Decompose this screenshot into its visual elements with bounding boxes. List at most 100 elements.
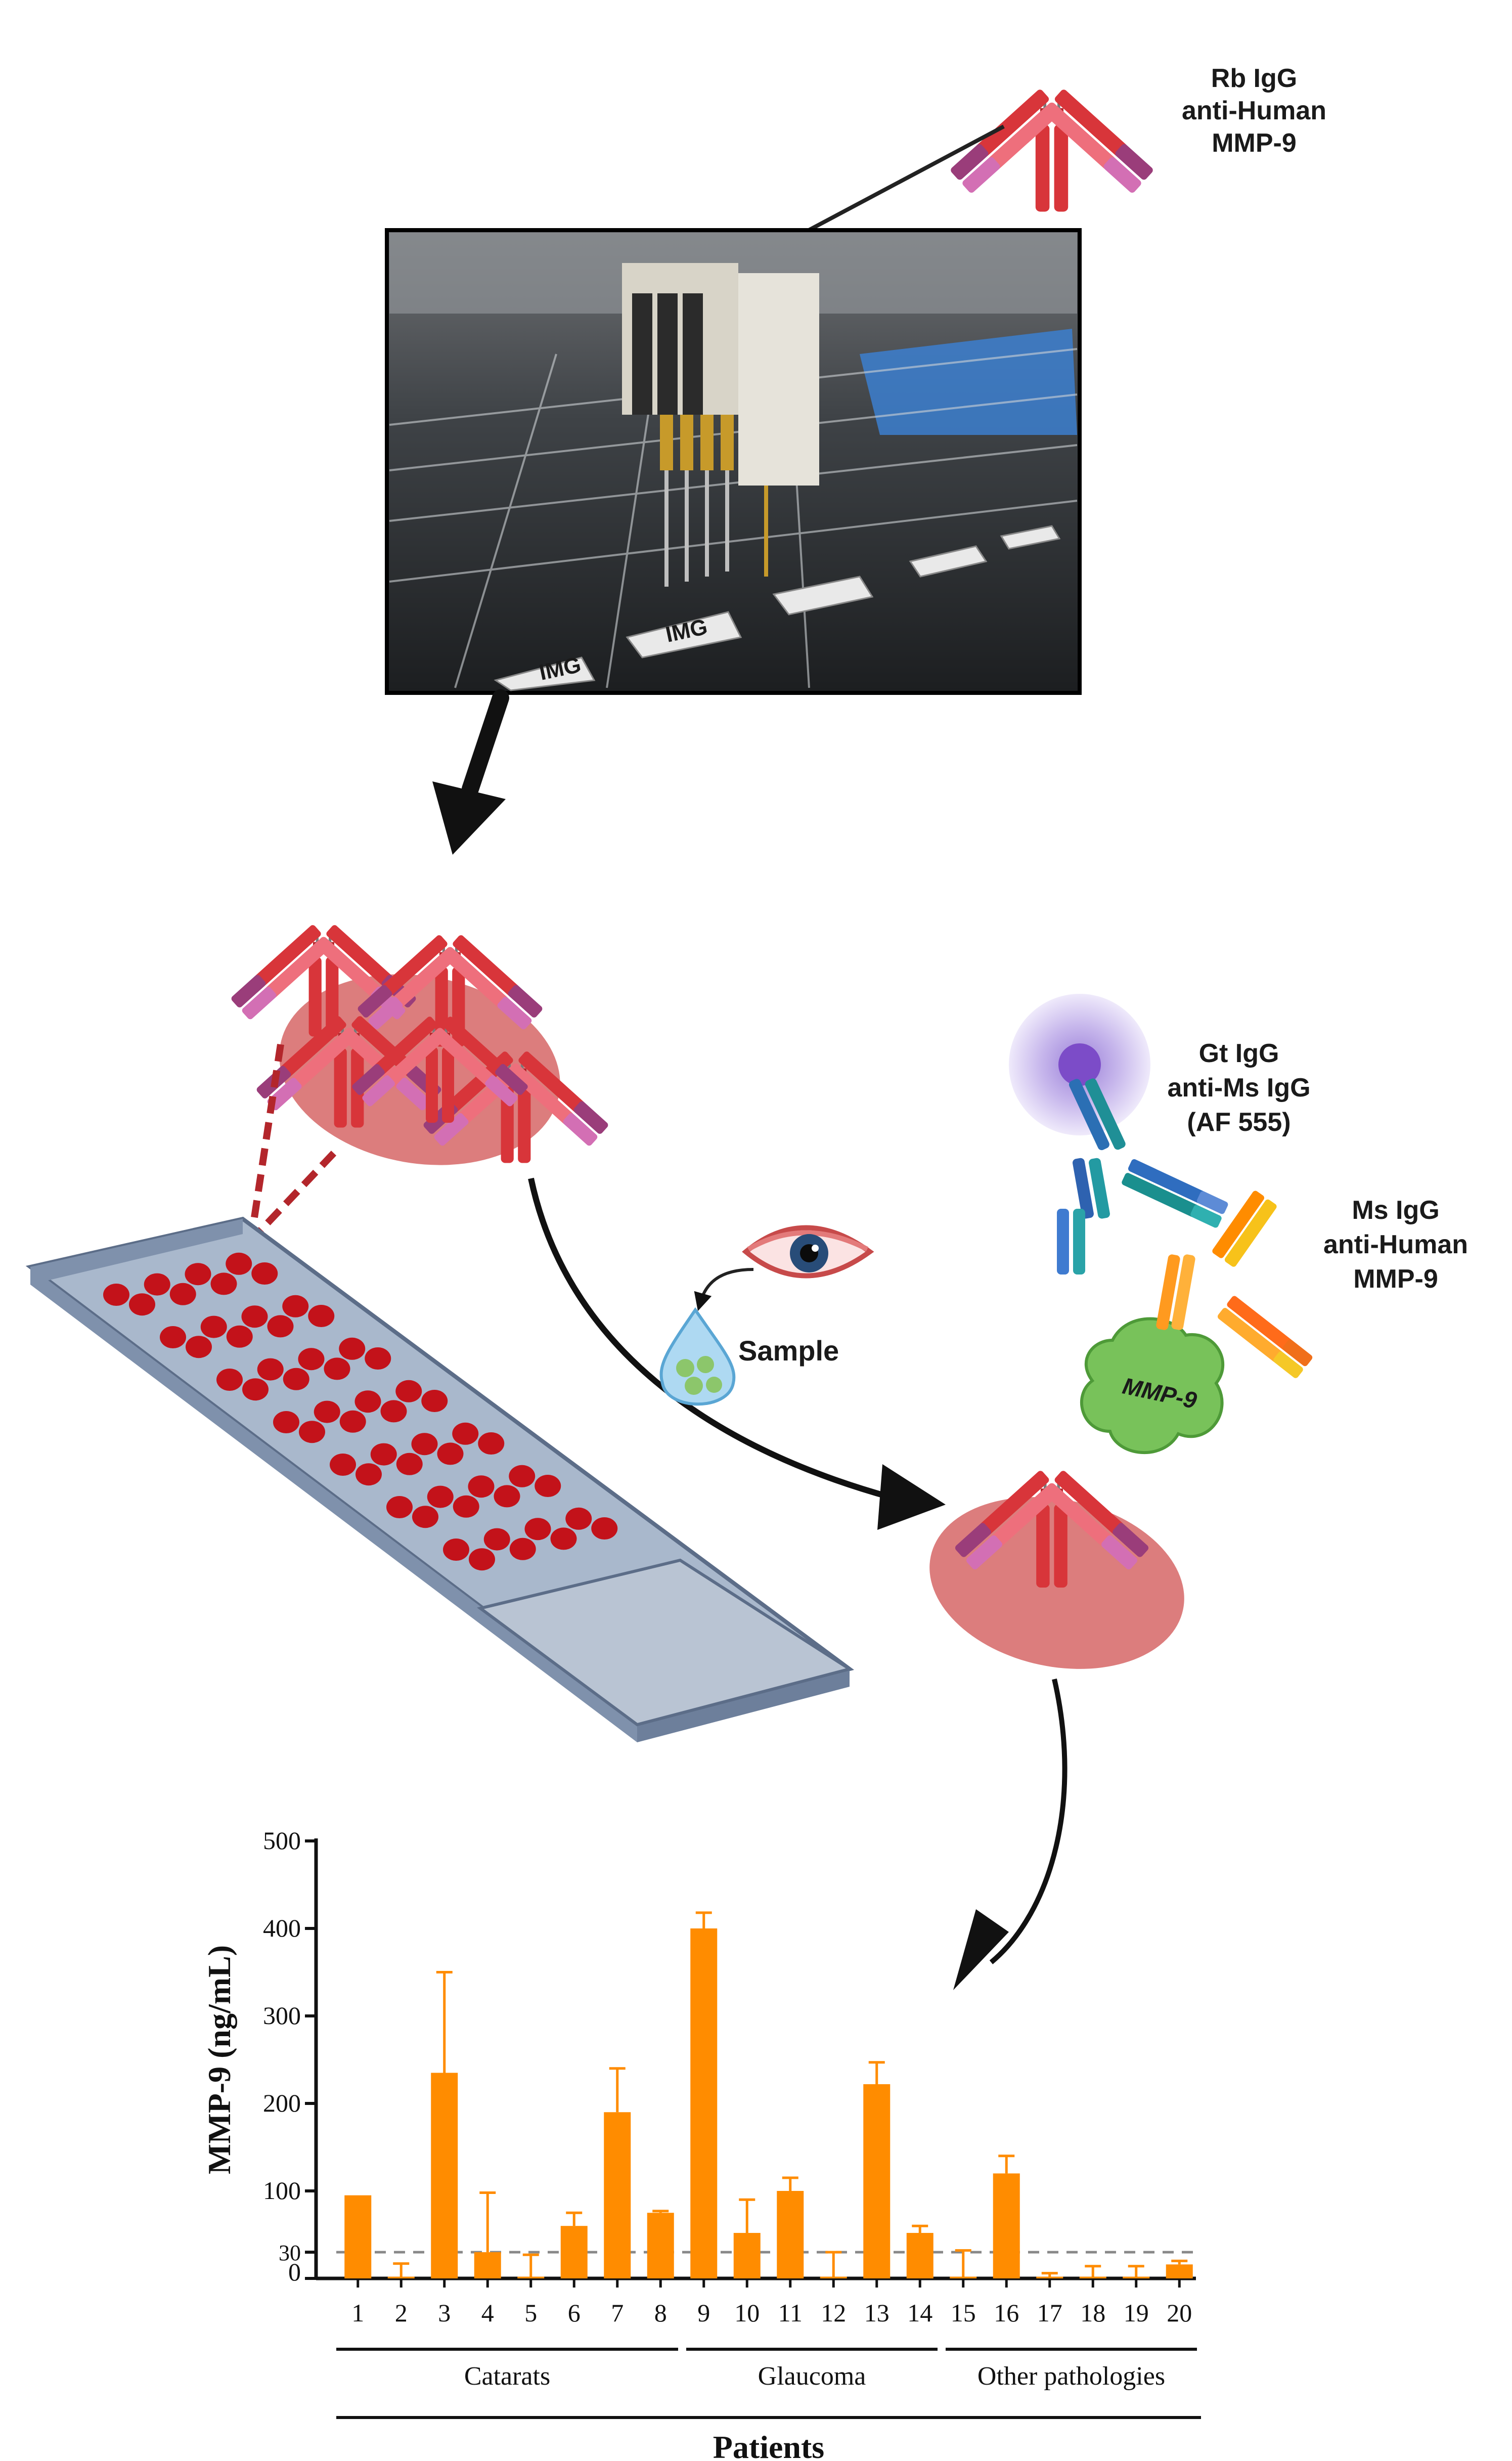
slide-spot xyxy=(200,1315,227,1338)
ms-igg-label-line1: Ms IgG xyxy=(1352,1196,1439,1225)
y-tick-label: 30 xyxy=(279,2240,301,2265)
gt-igg-label-line3: (AF 555) xyxy=(1187,1108,1291,1137)
rb-igg-label-line1: Rb IgG xyxy=(1211,64,1297,93)
x-tick-label: 9 xyxy=(697,2299,710,2327)
slide-spot xyxy=(380,1400,407,1423)
slide-spot xyxy=(355,1463,382,1486)
slide-spot xyxy=(494,1485,520,1508)
x-tick-label: 18 xyxy=(1080,2299,1105,2327)
sample-drop-icon xyxy=(659,1307,736,1406)
slide-spot xyxy=(241,1305,268,1328)
slide-spot xyxy=(437,1442,464,1465)
slide-spot-grid xyxy=(103,1252,618,1571)
slide-spot xyxy=(550,1527,577,1550)
slide-spot xyxy=(524,1518,551,1541)
slide-spot xyxy=(242,1378,269,1401)
slide-spot xyxy=(226,1325,253,1348)
microarray-slide xyxy=(25,1216,855,1742)
bar xyxy=(604,2112,631,2278)
drop-pointer-arrow xyxy=(694,1268,754,1311)
slide-spot xyxy=(395,1380,422,1402)
bar xyxy=(431,2073,458,2278)
pointer-line xyxy=(803,124,1005,235)
slide-spot xyxy=(443,1539,469,1561)
x-tick-label: 17 xyxy=(1037,2299,1062,2327)
slide-spot xyxy=(483,1528,510,1551)
slide-spot xyxy=(314,1400,340,1423)
slide-spot xyxy=(103,1284,129,1306)
eye-icon xyxy=(742,1225,874,1279)
slide-spot xyxy=(469,1548,495,1571)
slide-spot xyxy=(509,1465,536,1487)
slide-spot xyxy=(169,1283,196,1305)
slide-spot xyxy=(339,1337,366,1360)
slide-spot xyxy=(144,1273,170,1296)
y-tick-label: 500 xyxy=(263,1826,301,1855)
x-tick-label: 3 xyxy=(438,2299,451,2327)
bar xyxy=(1166,2264,1193,2278)
gt-igg-label-line1: Gt IgG xyxy=(1199,1039,1279,1068)
arrow-curved-to-detection xyxy=(528,1177,891,1500)
y-tick-label: 200 xyxy=(263,2089,301,2117)
slide-spot xyxy=(565,1507,592,1530)
x-tick-label: 2 xyxy=(395,2299,408,2327)
bar xyxy=(733,2233,761,2278)
bar xyxy=(777,2191,804,2278)
x-tick-label: 7 xyxy=(611,2299,624,2327)
x-tick-label: 8 xyxy=(654,2299,667,2327)
bar xyxy=(906,2233,933,2278)
slide-spot xyxy=(210,1272,237,1295)
bar xyxy=(517,2276,545,2278)
slide-spot xyxy=(299,1421,325,1443)
mmp9-protein-icon xyxy=(1080,1317,1225,1455)
spotter-photo: IMG IMG xyxy=(385,228,1082,695)
x-tick-label: 20 xyxy=(1167,2299,1192,2327)
arrow-down-thick xyxy=(432,689,509,855)
slide-spot xyxy=(591,1517,618,1540)
rb-igg-label-line3: MMP-9 xyxy=(1212,128,1297,158)
arrow-to-chart-head xyxy=(953,1909,1009,1990)
x-tick-label: 19 xyxy=(1124,2299,1149,2327)
slide-spot xyxy=(421,1390,448,1412)
slide-spot xyxy=(257,1358,284,1381)
y-tick-label: 100 xyxy=(263,2176,301,2205)
slide-spot xyxy=(282,1295,309,1317)
slide-spot xyxy=(386,1496,413,1518)
bar xyxy=(950,2276,977,2278)
group-label: Other pathologies xyxy=(977,2362,1165,2391)
slide-spot xyxy=(324,1357,350,1380)
slide-spot xyxy=(468,1475,495,1498)
slide-spot xyxy=(365,1347,391,1370)
bar xyxy=(1123,2276,1150,2278)
ms-igg-label-line2: anti-Human xyxy=(1323,1230,1468,1259)
slide-spot xyxy=(535,1475,561,1497)
x-tick-label: 15 xyxy=(951,2299,976,2327)
slide-spot xyxy=(370,1443,397,1466)
bar xyxy=(647,2213,674,2278)
slide-spot xyxy=(226,1252,252,1275)
x-axis-title: Patients xyxy=(713,2429,824,2461)
slide-spot xyxy=(283,1368,309,1390)
ms-igg-label-line3: MMP-9 xyxy=(1353,1264,1438,1294)
slide-spot xyxy=(216,1369,243,1391)
x-tick-label: 6 xyxy=(568,2299,581,2327)
slide-spot xyxy=(411,1433,438,1456)
bar xyxy=(387,2276,415,2278)
x-tick-label: 14 xyxy=(907,2299,932,2327)
y-axis-title: MMP-9 (ng/mL) xyxy=(201,1945,237,2174)
slide-spot xyxy=(267,1315,294,1338)
rb-igg-label-line2: anti-Human xyxy=(1182,96,1326,125)
slide-spot xyxy=(412,1506,438,1528)
slide-spot xyxy=(160,1326,186,1348)
bar xyxy=(1079,2276,1106,2278)
x-tick-label: 10 xyxy=(734,2299,760,2327)
slide-spot xyxy=(478,1432,505,1455)
slide-spot xyxy=(330,1454,356,1476)
x-tick-label: 12 xyxy=(821,2299,846,2327)
arrow-to-chart xyxy=(989,1678,1068,1964)
slide-spot xyxy=(396,1453,423,1475)
ms-igg-antibody-icon xyxy=(1156,1191,1313,1378)
arrow-curved-head xyxy=(877,1464,946,1530)
fluorophore-core-icon xyxy=(1058,1043,1101,1086)
group-label: Catarats xyxy=(464,2362,550,2391)
